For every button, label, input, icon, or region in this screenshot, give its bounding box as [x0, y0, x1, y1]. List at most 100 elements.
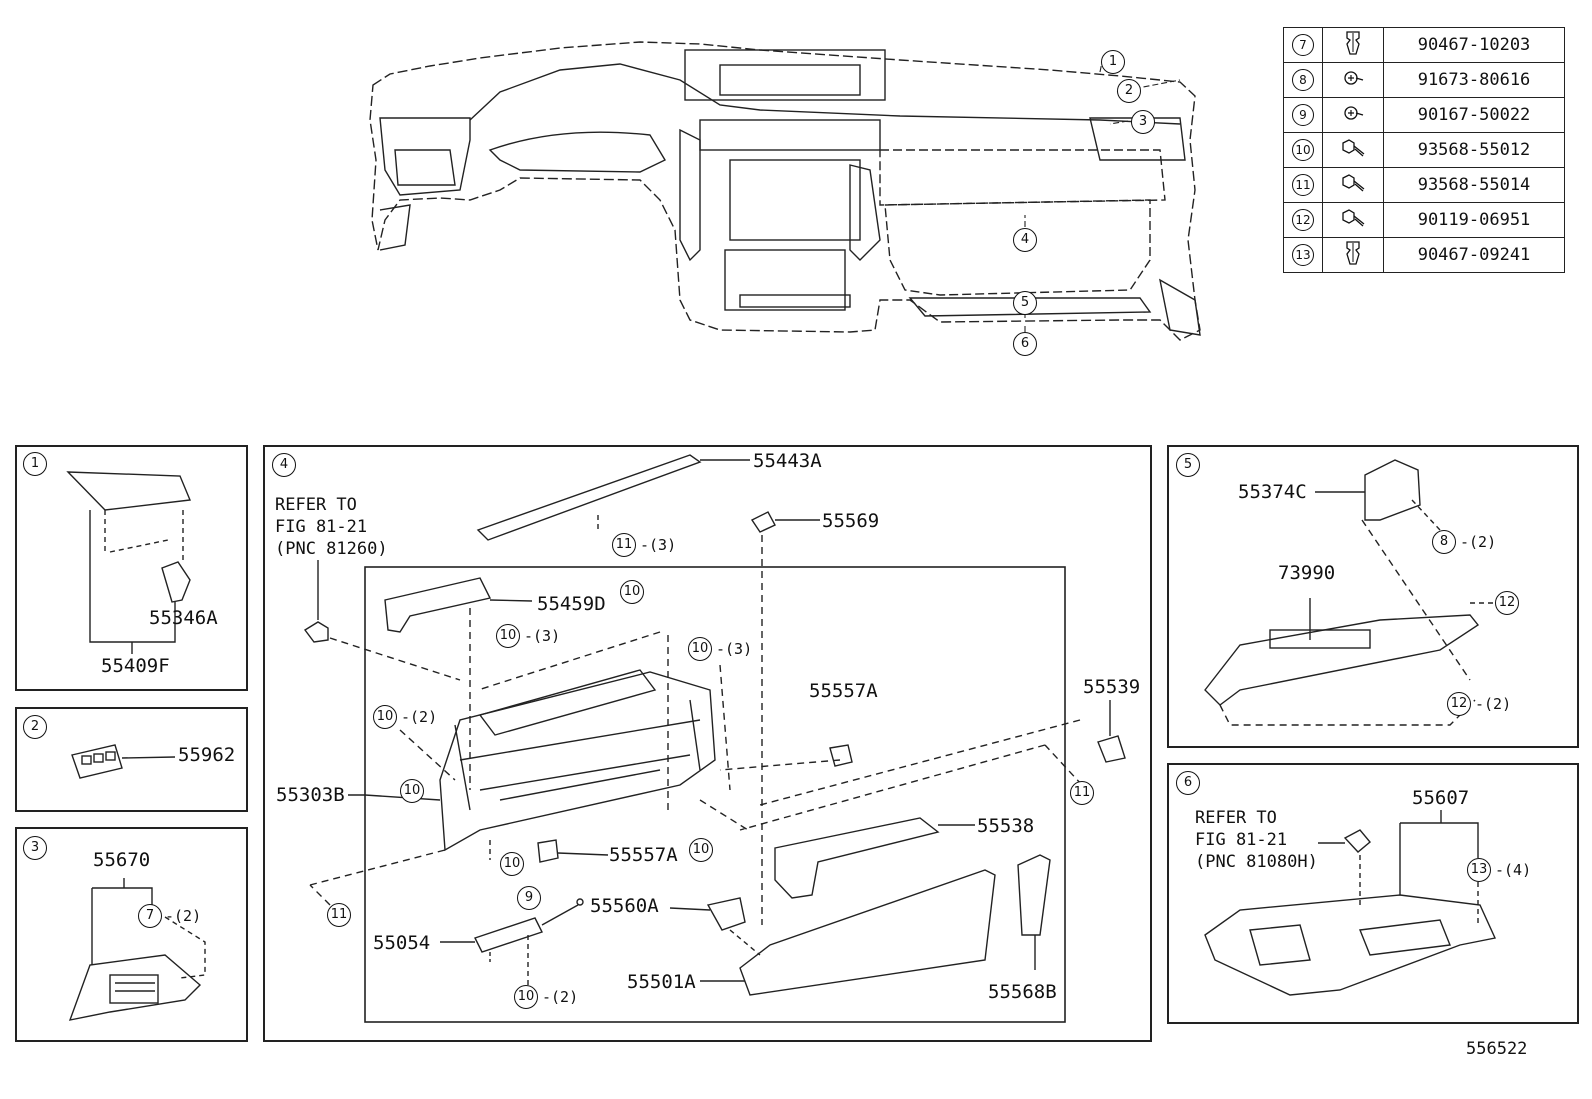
fastener-12-b-qty: -(2)	[1475, 695, 1512, 713]
fastener-10-c[interactable]: 10	[688, 637, 712, 661]
part-55538[interactable]: 55538	[977, 815, 1035, 837]
panel-1	[15, 445, 248, 691]
clip-icon	[1322, 27, 1384, 63]
bolt-icon	[1322, 132, 1384, 168]
screw-icon	[1322, 62, 1384, 98]
fastener-8-qty: -(2)	[1460, 533, 1497, 551]
part-55670[interactable]: 55670	[93, 849, 151, 871]
panel4-ref: 4	[272, 453, 296, 477]
panel5-ref: 5	[1176, 453, 1200, 477]
part-55560A[interactable]: 55560A	[590, 895, 659, 917]
fastener-part-number[interactable]: 90167-50022	[1383, 97, 1565, 133]
fastener-ref-number: 7	[1292, 34, 1314, 56]
panel3-fastener-7-qty: -(2)	[165, 907, 202, 925]
panel2-switch-art	[71, 744, 176, 779]
fastener-part-number[interactable]: 93568-55014	[1383, 167, 1565, 203]
fastener-12-a[interactable]: 12	[1495, 591, 1519, 615]
fastener-10-d-qty: -(2)	[401, 708, 438, 726]
fastener-part-number[interactable]: 93568-55012	[1383, 132, 1565, 168]
fastener-part-number[interactable]: 90467-10203	[1383, 27, 1565, 63]
fastener-table-row[interactable]: 9 90167-50022	[1283, 97, 1565, 133]
panel3-fastener-7[interactable]: 7	[138, 904, 162, 928]
part-55374C[interactable]: 55374C	[1238, 481, 1307, 503]
fastener-11-b[interactable]: 11	[1070, 781, 1094, 805]
panel1-lid-art	[66, 471, 192, 654]
panel4-glovebox-art	[303, 454, 1126, 1023]
fastener-ref-number: 13	[1292, 244, 1314, 266]
part-55962[interactable]: 55962	[178, 744, 236, 766]
fastener-10-g[interactable]: 10	[500, 852, 524, 876]
part-55557A-lower[interactable]: 55557A	[609, 844, 678, 866]
fastener-ref-number: 9	[1292, 104, 1314, 126]
part-55569[interactable]: 55569	[822, 510, 880, 532]
fastener-10-h-qty: -(2)	[542, 988, 579, 1006]
bolt-icon	[1322, 202, 1384, 238]
panel4-refer-line-1: REFER TO	[275, 495, 357, 515]
fastener-ref-number: 8	[1292, 69, 1314, 91]
fastener-part-number[interactable]: 90467-09241	[1383, 237, 1565, 273]
overview-callout-5[interactable]: 5	[1013, 291, 1037, 315]
panel-2	[15, 707, 248, 812]
panel-3	[15, 827, 248, 1042]
fastener-12-b[interactable]: 12	[1447, 692, 1471, 716]
fastener-13[interactable]: 13	[1467, 858, 1491, 882]
panel3-register-art	[68, 878, 206, 1021]
instrument-panel-overview	[369, 41, 1201, 341]
part-73990[interactable]: 73990	[1278, 562, 1336, 584]
overview-callout-6[interactable]: 6	[1013, 332, 1037, 356]
fastener-part-number[interactable]: 91673-80616	[1383, 62, 1565, 98]
fastener-13-qty: -(4)	[1495, 861, 1532, 879]
overview-callout-1[interactable]: 1	[1101, 50, 1125, 74]
fastener-11-a[interactable]: 11	[612, 533, 636, 557]
part-55501A[interactable]: 55501A	[627, 971, 696, 993]
part-55054[interactable]: 55054	[373, 932, 431, 954]
fastener-ref-number: 12	[1292, 209, 1314, 231]
overview-callout-4[interactable]: 4	[1013, 228, 1037, 252]
fastener-10-b-qty: -(3)	[524, 627, 561, 645]
panel4-refer-line-3: (PNC 81260)	[275, 539, 388, 559]
part-55443A[interactable]: 55443A	[753, 450, 822, 472]
fastener-ref-number: 11	[1292, 174, 1314, 196]
fastener-11-c[interactable]: 11	[327, 903, 351, 927]
panel6-refer-line-3: (PNC 81080H)	[1195, 852, 1318, 872]
fastener-table-row[interactable]: 13 90467-09241	[1283, 237, 1565, 273]
fastener-ref-number: 10	[1292, 139, 1314, 161]
part-55409F[interactable]: 55409F	[101, 655, 170, 677]
fastener-part-number[interactable]: 90119-06951	[1383, 202, 1565, 238]
fastener-table-row[interactable]: 10 93568-55012	[1283, 132, 1565, 168]
part-55568B[interactable]: 55568B	[988, 981, 1057, 1003]
overview-callout-3[interactable]: 3	[1131, 110, 1155, 134]
panel6-refer-line-2[interactable]: FIG 81-21	[1195, 830, 1288, 850]
fastener-10-e[interactable]: 10	[400, 779, 424, 803]
fastener-10-h[interactable]: 10	[514, 985, 538, 1009]
fastener-table: 7 90467-10203 8 91673-80616 9 90167-50022 10 93…	[1283, 27, 1565, 273]
fastener-table-row[interactable]: 7 90467-10203	[1283, 27, 1565, 63]
part-55459D[interactable]: 55459D	[537, 593, 606, 615]
panel4-refer-line-2[interactable]: FIG 81-21	[275, 517, 368, 537]
panel5-bracket-art	[1204, 459, 1495, 726]
part-55539[interactable]: 55539	[1083, 676, 1141, 698]
fastener-10-d[interactable]: 10	[373, 705, 397, 729]
fastener-table-row[interactable]: 8 91673-80616	[1283, 62, 1565, 98]
fastener-10-f[interactable]: 10	[689, 838, 713, 862]
panel2-ref: 2	[23, 715, 47, 739]
overview-callout-2[interactable]: 2	[1117, 79, 1141, 103]
panel6-refer-line-1: REFER TO	[1195, 808, 1277, 828]
part-55303B[interactable]: 55303B	[276, 784, 345, 806]
panel3-ref: 3	[23, 836, 47, 860]
panel-6	[1167, 763, 1579, 1024]
part-55346A[interactable]: 55346A	[149, 607, 218, 629]
panel-5	[1167, 445, 1579, 748]
clip-icon	[1322, 237, 1384, 273]
fastener-table-row[interactable]: 11 93568-55014	[1283, 167, 1565, 203]
fastener-table-row[interactable]: 12 90119-06951	[1283, 202, 1565, 238]
panel1-ref: 1	[23, 452, 47, 476]
fastener-10-b[interactable]: 10	[496, 624, 520, 648]
figure-number: 556522	[1466, 1039, 1528, 1059]
part-55557A-upper[interactable]: 55557A	[809, 680, 878, 702]
fastener-9[interactable]: 9	[517, 886, 541, 910]
fastener-10-a[interactable]: 10	[620, 580, 644, 604]
part-55607[interactable]: 55607	[1412, 787, 1470, 809]
fastener-8[interactable]: 8	[1432, 530, 1456, 554]
